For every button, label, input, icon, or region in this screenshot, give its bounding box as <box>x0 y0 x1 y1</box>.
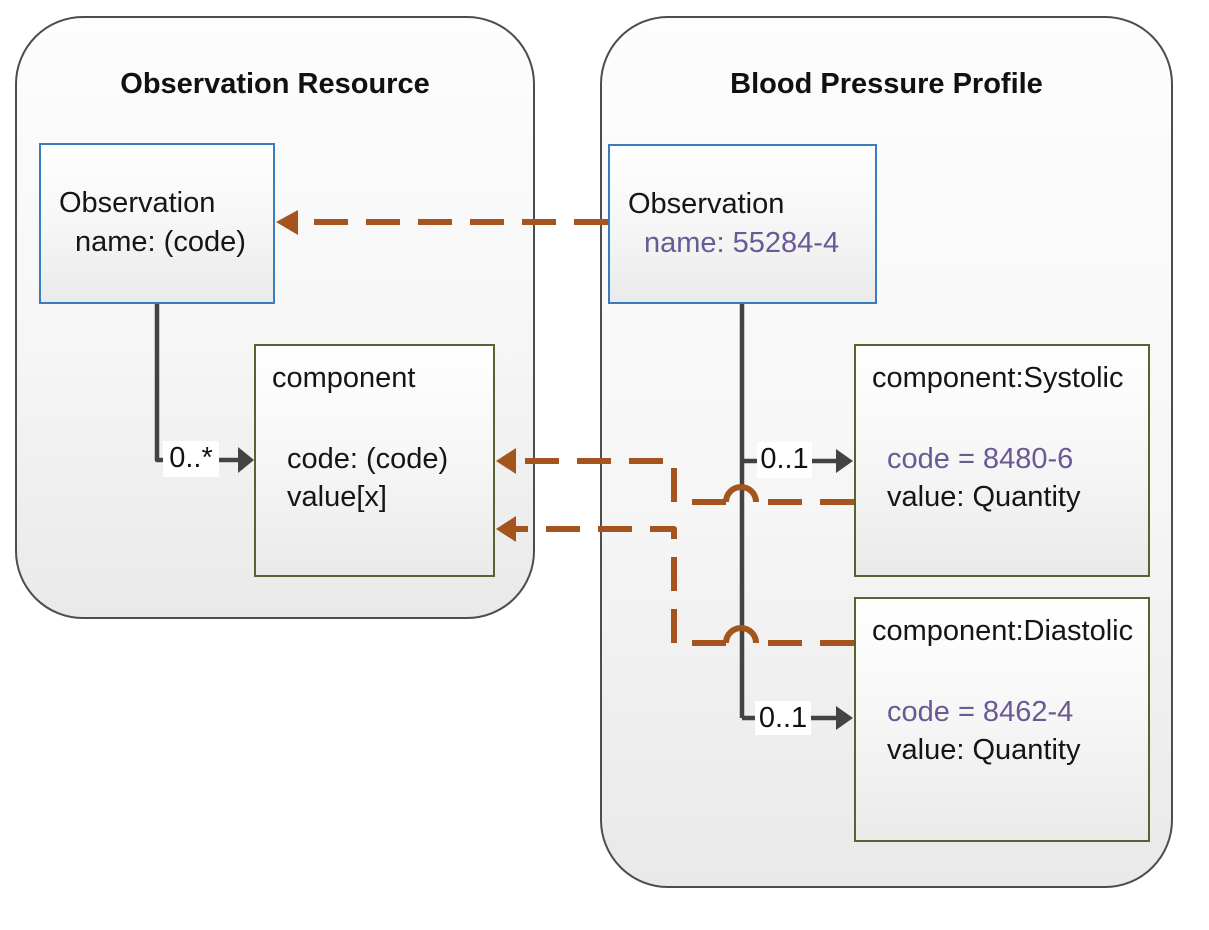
component-diastolic-title: component:Diastolic <box>872 615 1134 647</box>
component-base-title: component <box>272 362 416 394</box>
multiplicity-label-component: 0..* <box>163 441 219 477</box>
component-base-box: component code: (code) value[x] <box>254 344 495 577</box>
component-systolic-attr-value: value: Quantity <box>887 481 1081 513</box>
multiplicity-label-diastolic: 0..1 <box>755 701 811 735</box>
component-systolic-box: component:Systolic code = 8480-6 value: … <box>854 344 1150 577</box>
observation-profile-box: Observation name: 55284-4 <box>608 144 877 304</box>
component-base-attr-value: value[x] <box>287 481 387 513</box>
multiplicity-label-systolic: 0..1 <box>757 442 812 478</box>
observation-base-attr-name: name: (code) <box>75 226 246 258</box>
component-systolic-attr-code: code = 8480-6 <box>887 443 1074 475</box>
right-panel-title: Blood Pressure Profile <box>730 68 1043 100</box>
component-base-attr-code: code: (code) <box>287 443 449 475</box>
observation-base-name: Observation <box>59 187 216 219</box>
component-systolic-title: component:Systolic <box>872 362 1124 394</box>
component-diastolic-box: component:Diastolic code = 8462-4 value:… <box>854 597 1150 842</box>
component-diastolic-attr-code: code = 8462-4 <box>887 696 1074 728</box>
left-panel-title: Observation Resource <box>120 68 430 100</box>
observation-base-box: Observation name: (code) <box>39 143 275 304</box>
component-diastolic-attr-value: value: Quantity <box>887 734 1081 766</box>
observation-profile-attr-name: name: 55284-4 <box>644 227 840 259</box>
observation-profile-name: Observation <box>628 188 785 220</box>
